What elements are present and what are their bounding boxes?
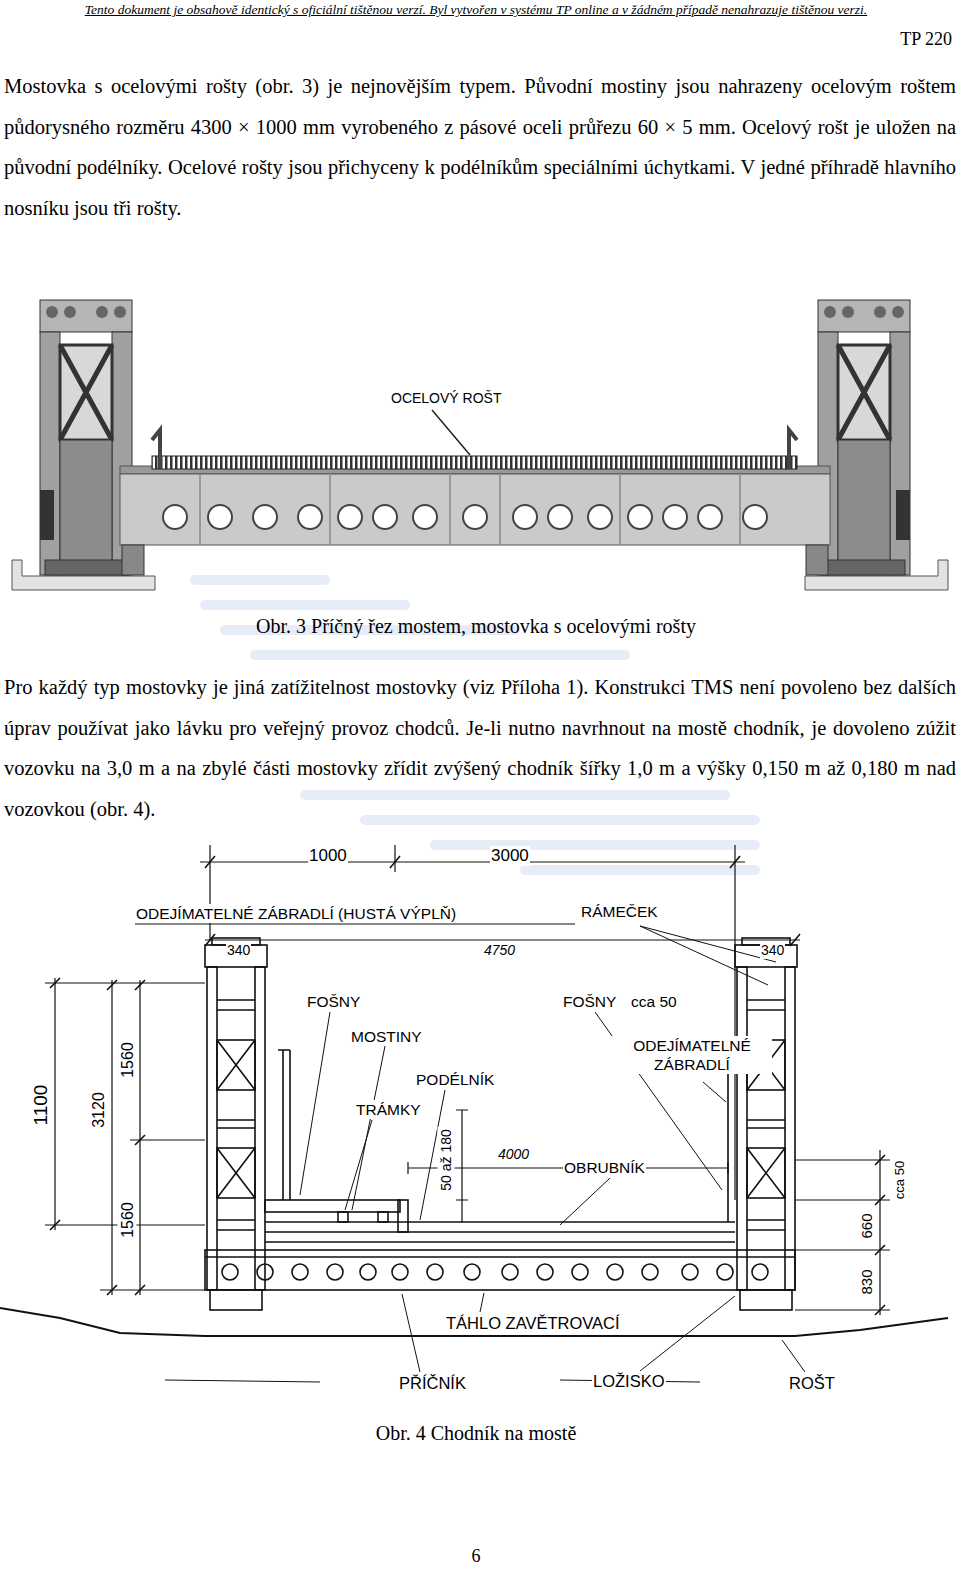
part-label: MOSTINY [350,1027,423,1046]
dimension: 1560 [118,1040,137,1080]
header-note: Tento dokument je obsahově identický s o… [0,2,956,18]
footway-drawing [0,845,948,1382]
dimension: 1000 [308,846,348,866]
dimension: 1100 [29,1083,52,1128]
body-paragraph: Pro každý typ mostovky je jiná zatížitel… [4,667,956,829]
part-label: PŘÍČNÍK [398,1373,467,1393]
dimension: 4000 [497,1146,530,1163]
figure-caption: Obr. 3 Příčný řez mostem, mostovka s oce… [0,614,956,638]
dimension: 4750 [483,942,516,959]
bridge-cross-section-render [12,300,948,590]
document-code: TP 220 [860,28,952,50]
part-label: TRÁMKY [355,1100,422,1119]
part-label: ROŠT [788,1373,836,1393]
part-label: ODEJÍMATELNÉ ZÁBRADLÍ [612,1036,772,1074]
page-number: 6 [0,1545,956,1567]
part-label: TÁHLO ZAVĚTROVACÍ [445,1313,621,1333]
dimension: 3000 [490,846,530,866]
part-label: PODÉLNÍK [415,1070,495,1089]
dimension: 50 až 180 [438,1127,455,1193]
part-label: FOŠNY [306,992,361,1011]
figure-caption: Obr. 4 Chodník na mostě [0,1421,956,1445]
part-label: FOŠNY [562,992,617,1011]
part-label: ODEJÍMATELNÉ ZÁBRADLÍ (HUSTÁ VÝPLŇ) [135,904,457,923]
dimension: 340 [226,942,251,959]
part-label: LOŽISKO [592,1371,666,1391]
dimension: 340 [760,942,785,959]
body-paragraph: Mostovka s ocelovými rošty (obr. 3) je n… [4,66,956,228]
part-label: OCELOVÝ ROŠT [390,390,502,407]
dimension: 830 [858,1267,876,1296]
dimension: cca 50 [630,992,678,1011]
part-label: OBRUBNÍK [563,1158,646,1177]
dimension: 660 [858,1211,876,1240]
dimension: 1560 [118,1200,137,1240]
part-label: RÁMEČEK [580,902,659,921]
dimension: cca 50 [892,1159,908,1201]
dimension: 3120 [89,1090,108,1130]
